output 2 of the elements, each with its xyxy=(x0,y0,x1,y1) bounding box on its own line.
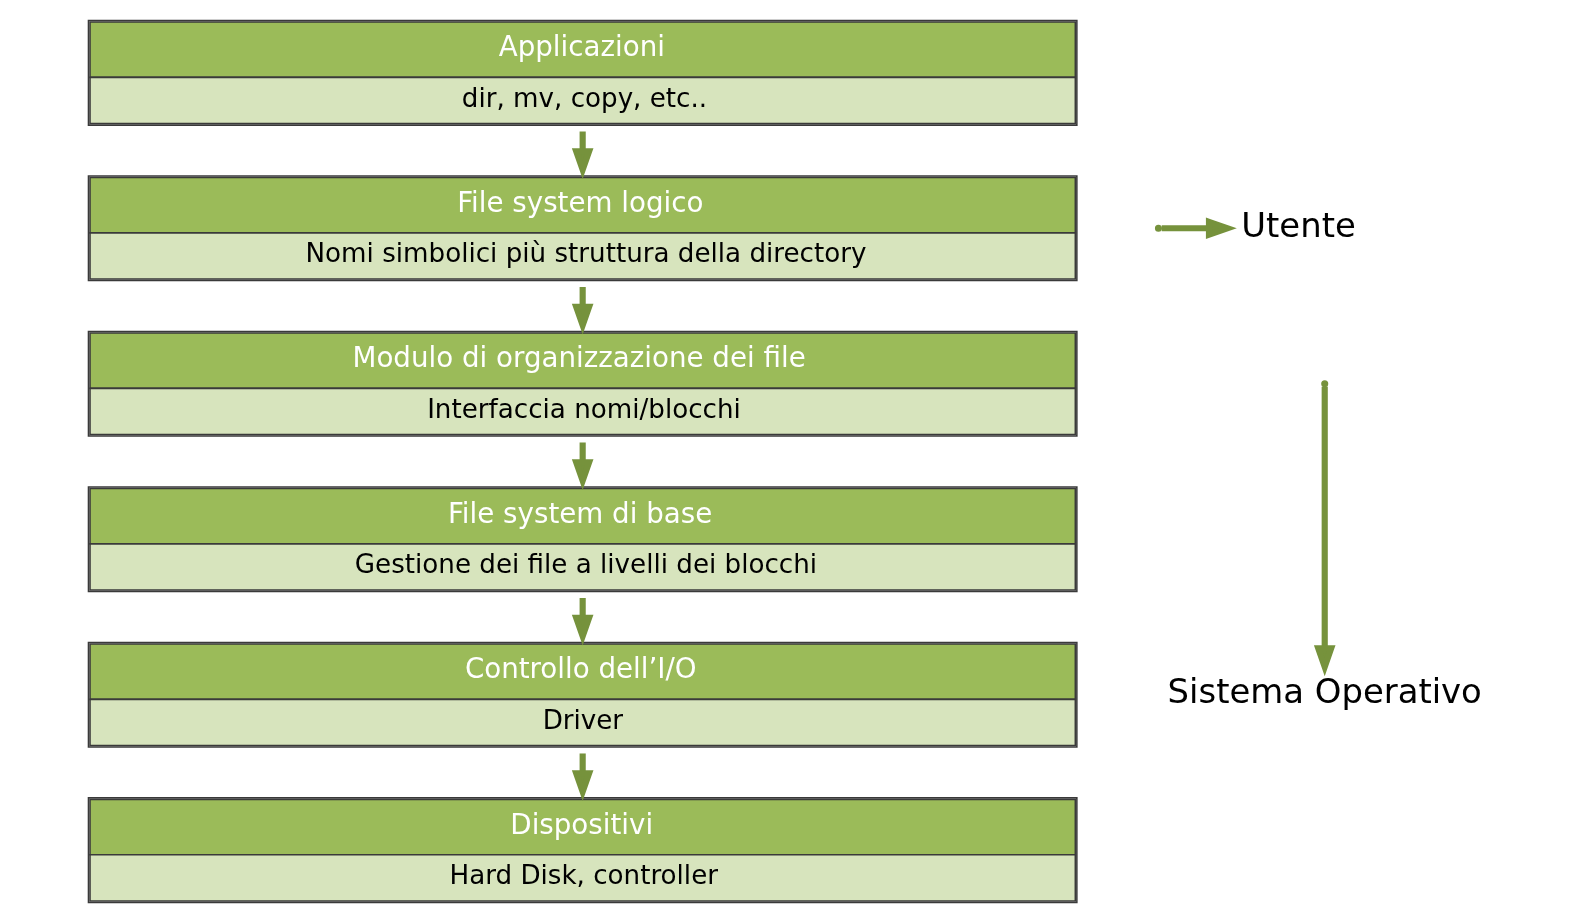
node-text: Sistema Operativo xyxy=(1167,672,1482,712)
node-text: Utente xyxy=(1240,205,1356,245)
